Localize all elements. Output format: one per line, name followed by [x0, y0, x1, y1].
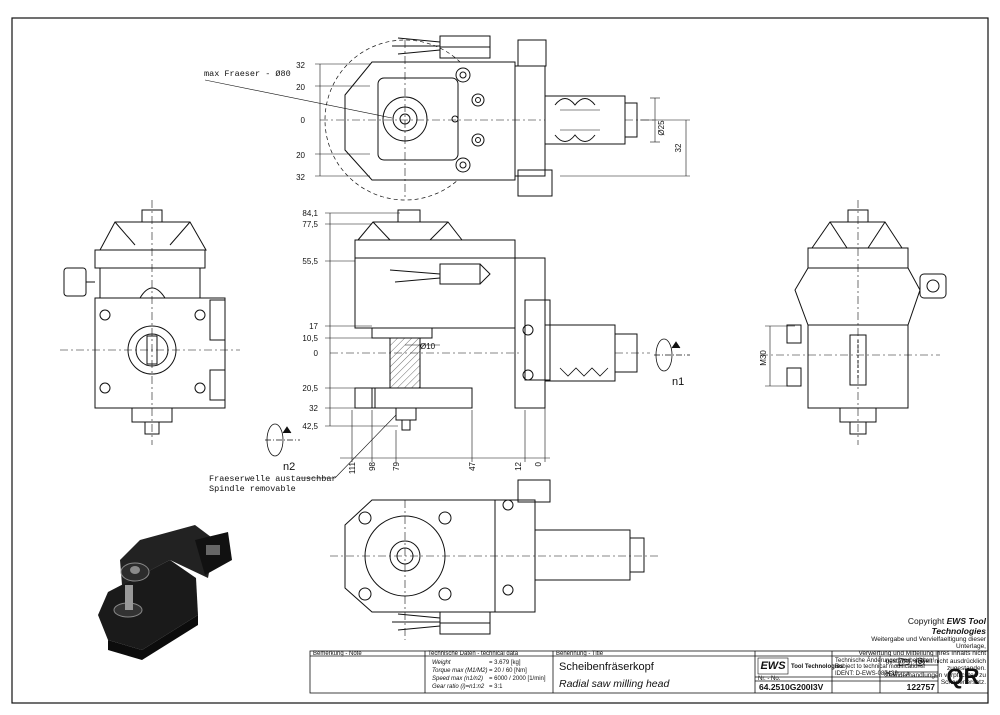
side-dim-17: 17 [309, 322, 318, 331]
top-dim-d25: Ø25 [657, 120, 666, 136]
ews-logo-text: EWS [760, 660, 786, 672]
revision-label: REV. - / A [884, 672, 910, 678]
designation-label: Benennung - Title [556, 651, 604, 657]
side-dim-55-5: 55,5 [302, 257, 318, 266]
n2-label: n2 [283, 461, 295, 473]
remark-label: Bemerkung - Note [313, 651, 362, 657]
n1-label: n1 [672, 376, 684, 388]
projection-symbol [898, 657, 925, 667]
left-end-view [60, 200, 240, 445]
side-dim-0-bottom: 0 [534, 461, 543, 466]
ews-logo: EWS [757, 657, 789, 675]
side-dim-84-1: 84,1 [302, 209, 318, 218]
side-dim-111: 111 [348, 461, 357, 474]
side-dim-12: 12 [514, 461, 523, 470]
tech-data-label: Technische Daten - technical data [428, 651, 519, 657]
copyright-notice: Copyright EWS Tool Technologies Weiterga… [856, 616, 986, 686]
copyright-line-1: Weitergabe und Vervielfaeltigung dieser … [871, 636, 986, 651]
part-no-label: Nr. - No. [758, 676, 781, 682]
tech-row-weight-label: Weight [432, 660, 451, 666]
copyright-line-3: gestattet, soweit nicht ausdrücklich zug… [885, 657, 986, 672]
copyright-line-2: Verwertung und Mitteilung ihres Inhalts … [858, 650, 986, 658]
drawing-number: 122757 [907, 682, 936, 692]
tech-row-weight-value: = 3.679 [kg] [489, 660, 521, 666]
outer-border [11, 17, 989, 704]
side-dim-10-5: 10,5 [302, 334, 318, 343]
side-dim-32: 32 [309, 404, 318, 413]
top-dim-32-right: 32 [674, 143, 683, 152]
tech-row-speed-label: Speed max (n1/n2) [432, 676, 483, 682]
bottom-view [330, 479, 660, 640]
rotation-symbol-n1 [654, 338, 690, 372]
changes-note-en: Subject to technical modifications! [835, 664, 926, 670]
ident-code: IDENT: D-EWS-087439 [835, 671, 898, 677]
hole-diameter-dim: Ø10 [420, 342, 436, 351]
side-dim-0: 0 [314, 349, 319, 358]
tech-row-gear-label: Gear ratio (i)=n1:n2 [432, 684, 485, 690]
spindle-note-de: Fraeserwelle austauschbar [209, 474, 337, 484]
copyright-brand: EWS Tool Technologies [931, 616, 986, 636]
qr-label: QR [947, 664, 980, 689]
top-dim-32-upper: 32 [296, 61, 305, 70]
side-dim-98: 98 [368, 461, 377, 470]
side-dim-47: 47 [468, 461, 477, 470]
side-dim-20-5: 20,5 [302, 384, 318, 393]
drawing-title-de: Scheibenfräserkopf [559, 661, 655, 673]
side-dim-79: 79 [392, 461, 401, 470]
title-block [309, 650, 989, 694]
thread-dim-m30: M30 [759, 350, 768, 366]
spindle-note-en: Spindle removable [209, 484, 296, 494]
top-dim-20-lower: 20 [296, 151, 305, 160]
rotation-symbol-n2 [265, 423, 300, 457]
top-view [204, 35, 690, 201]
top-dim-0: 0 [301, 116, 306, 125]
drawing-title-en: Radial saw milling head [559, 678, 670, 690]
tech-row-gear-value: = 3:1 [489, 684, 503, 690]
side-dim-42-5: 42,5 [302, 422, 318, 431]
product-3d-render [98, 525, 232, 660]
tech-row-speed-value: = 6000 / 2000 [1/min] [489, 676, 546, 682]
changes-note-de: Technische Änderungen vorbehalten! [835, 657, 934, 664]
max-cutter-note: max Fraeser - Ø80 [204, 69, 291, 79]
right-end-view [760, 200, 947, 445]
copyright-line-4: Zuwiderhandlungen verpflichten zu Schade… [885, 672, 986, 687]
logo-subtitle: Tool Technologies [791, 664, 844, 670]
side-dim-77-5: 77,5 [302, 220, 318, 229]
tech-row-torque-label: Torque max (M1/M2) [432, 668, 487, 674]
top-dim-32-lower: 32 [296, 173, 305, 182]
top-dim-20-upper: 20 [296, 83, 305, 92]
side-section-view [300, 209, 650, 479]
part-number: 64.2510G200I3V [759, 682, 824, 692]
tech-row-torque-value: = 20 / 60 [Nm] [489, 668, 527, 674]
copyright-prefix: Copyright [907, 616, 945, 626]
